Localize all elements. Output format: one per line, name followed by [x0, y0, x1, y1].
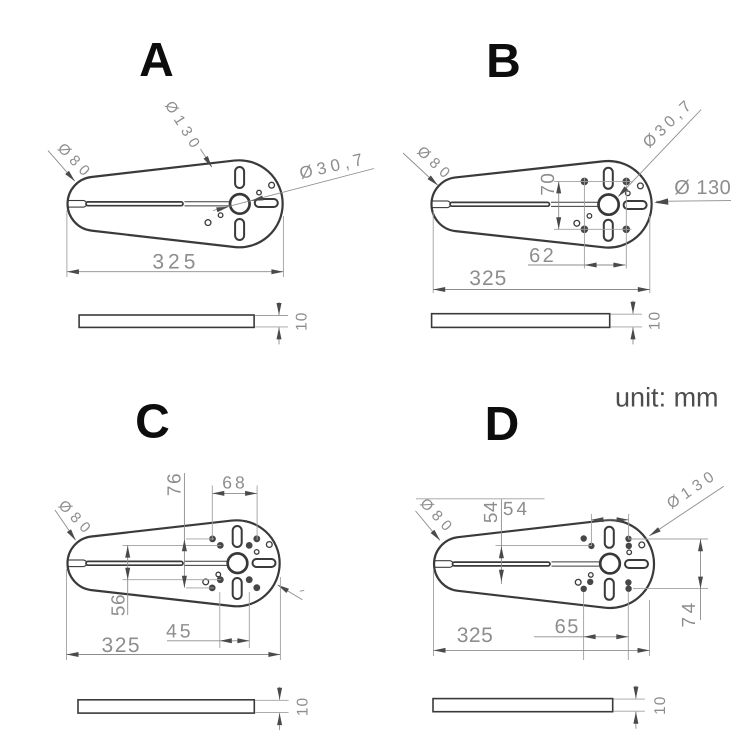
svg-text:70: 70: [538, 172, 559, 196]
svg-text:56: 56: [109, 594, 130, 616]
svg-text:76: 76: [165, 472, 186, 496]
svg-text:54: 54: [503, 499, 530, 520]
svg-text:62: 62: [529, 245, 556, 267]
svg-text:74: 74: [679, 599, 700, 627]
svg-text:325: 325: [152, 251, 199, 274]
svg-text:325: 325: [102, 634, 142, 657]
svg-text:68: 68: [222, 473, 247, 493]
svg-text:10: 10: [647, 311, 664, 330]
svg-text:A: A: [139, 34, 174, 87]
svg-text:10: 10: [295, 697, 312, 716]
svg-text:D: D: [485, 398, 520, 451]
svg-text:10: 10: [652, 696, 669, 715]
svg-text:10: 10: [294, 312, 311, 331]
svg-text:B: B: [486, 35, 521, 88]
svg-text:C: C: [135, 396, 170, 449]
svg-text:Ø 130: Ø 130: [674, 177, 731, 199]
svg-text:unit: mm: unit: mm: [615, 383, 719, 413]
svg-text:325: 325: [469, 267, 507, 290]
svg-text:325: 325: [457, 624, 494, 647]
svg-text:65: 65: [555, 616, 580, 638]
svg-text:54: 54: [481, 501, 502, 523]
svg-text:45: 45: [166, 620, 194, 642]
